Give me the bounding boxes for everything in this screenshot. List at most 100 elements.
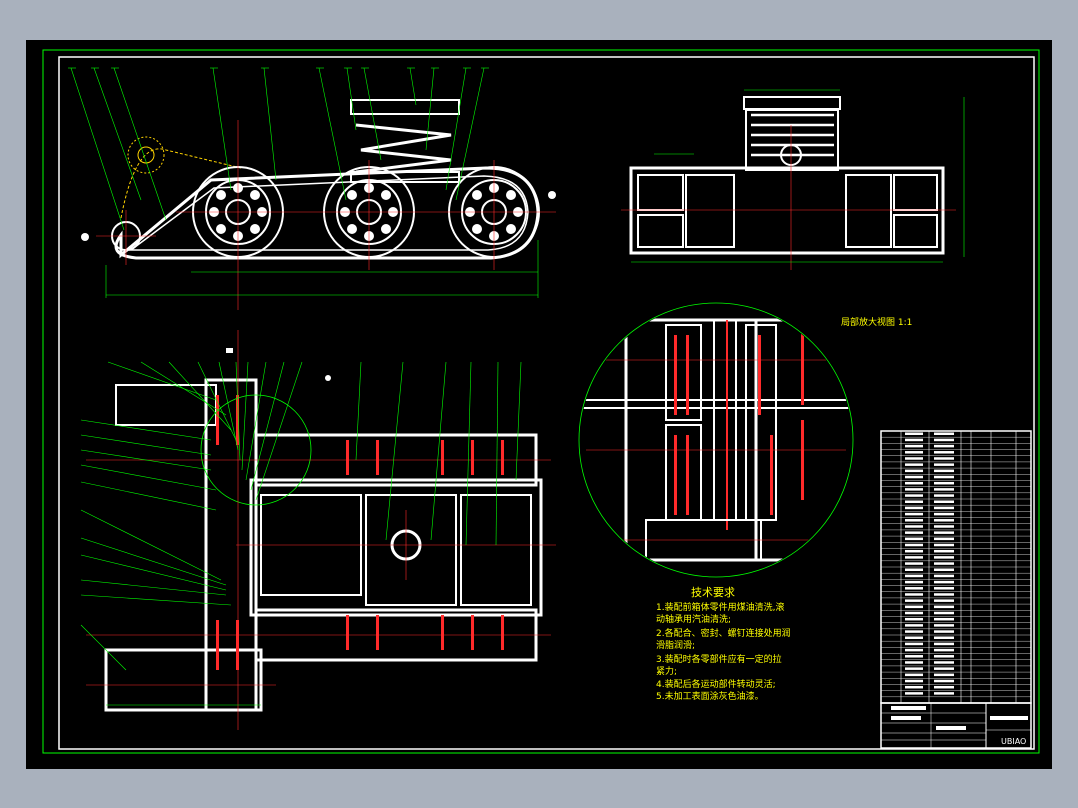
bom-cell-mark <box>934 531 954 534</box>
bom-cell-mark <box>934 506 954 510</box>
bom-cell-mark <box>905 543 923 547</box>
bom-cell-mark <box>905 648 923 652</box>
bom-cell-mark <box>905 432 923 435</box>
bom-cell-mark <box>934 587 954 590</box>
bom-cell-mark <box>905 438 923 442</box>
cad-drawing: 局部放大视图 1:1 技术要求 1.装配前箱体零件用煤油清洗,滚 动轴承用汽油清… <box>42 49 1040 754</box>
bom-cell-mark <box>934 512 954 516</box>
bom-cell-mark <box>934 679 954 683</box>
bom-cell-mark <box>934 469 954 473</box>
bom-cell-mark <box>905 580 923 584</box>
bom-cell-mark <box>934 692 954 695</box>
bom-cell-mark <box>934 630 954 633</box>
bom-cell-mark <box>905 667 923 670</box>
bom-cell-mark <box>934 574 954 578</box>
bom-cell-mark <box>934 648 954 652</box>
tech-req-line-4: 滑脂润滑; <box>656 639 695 651</box>
bom-cell-mark <box>905 587 923 590</box>
bom-cell-mark <box>905 685 923 689</box>
bom-cell-mark <box>934 580 954 584</box>
tech-req-line-6: 紧力; <box>656 665 677 677</box>
bom-cell-mark <box>905 574 923 578</box>
bom-cell-mark <box>934 457 954 460</box>
bom-cell-mark <box>934 624 954 627</box>
bom-cell-mark <box>934 463 954 466</box>
bom-cell-mark <box>905 506 923 510</box>
bom-cell-mark <box>934 444 954 448</box>
bom-cell-mark <box>905 630 923 633</box>
tech-req-line-1: 1.装配前箱体零件用煤油清洗,滚 <box>656 601 784 613</box>
bom-cell-mark <box>905 593 923 596</box>
bom-cell-mark <box>905 692 923 695</box>
bom-cell-mark <box>934 488 954 491</box>
bom-cell-mark <box>905 463 923 466</box>
bom-cell-mark <box>905 556 923 559</box>
bom-cell-mark <box>934 617 954 621</box>
bom-cell-mark <box>934 661 954 664</box>
tech-requirements: 技术要求 1.装配前箱体零件用煤油清洗,滚 动轴承用汽油清洗; 2.各配合、密封… <box>656 586 791 702</box>
bom-cell-mark <box>934 685 954 689</box>
bom-cell-mark <box>905 537 923 541</box>
bom-cell-mark <box>905 599 923 602</box>
bom-cell-mark <box>934 475 954 479</box>
bom-cell-mark <box>934 494 954 497</box>
bom-cell-mark <box>934 537 954 541</box>
bom-cell-mark <box>905 617 923 621</box>
tech-req-line-5: 3.装配时各零部件应有一定的拉 <box>656 653 782 665</box>
bom-cell-mark <box>934 519 954 522</box>
bom-cell-mark <box>934 432 954 435</box>
bom-table <box>880 430 1032 704</box>
bom-cell-mark <box>934 605 954 609</box>
bom-cell-mark <box>905 605 923 609</box>
markers <box>226 348 331 381</box>
bom-cell-mark <box>905 673 923 677</box>
cad-canvas[interactable]: 局部放大视图 1:1 技术要求 1.装配前箱体零件用煤油清洗,滚 动轴承用汽油清… <box>26 40 1052 769</box>
bom-cell-mark <box>905 494 923 497</box>
bom-cell-mark <box>934 599 954 602</box>
bom-cell-mark <box>934 673 954 677</box>
bom-cell-mark <box>934 636 954 639</box>
bom-cell-mark <box>905 611 923 615</box>
bom-cell-mark <box>905 500 923 503</box>
bom-cell-mark <box>934 525 954 528</box>
bom-cell-mark <box>905 451 923 454</box>
bom-cell-mark <box>905 568 923 571</box>
bom-cell-mark <box>934 611 954 615</box>
bom-cell-mark <box>934 500 954 503</box>
bom-cell-mark <box>934 642 954 646</box>
title-block: UBIAO <box>880 702 1032 749</box>
bom-cell-mark <box>934 556 954 559</box>
bom-cell-mark <box>905 642 923 646</box>
inner-border <box>58 56 1035 750</box>
bom-cell-mark <box>905 624 923 627</box>
bom-cell-mark <box>905 469 923 473</box>
bom-cell-mark <box>934 655 954 658</box>
tech-req-line-3: 2.各配合、密封、螺钉连接处用润 <box>656 627 791 639</box>
bom-cell-mark <box>905 549 923 553</box>
bom-cell-mark <box>934 543 954 547</box>
tech-req-line-7: 4.装配后各运动部件转动灵活; <box>656 678 776 690</box>
bom-cell-mark <box>934 549 954 553</box>
tech-req-title: 技术要求 <box>691 586 735 599</box>
bom-cell-mark <box>934 667 954 670</box>
company-name: UBIAO <box>1001 737 1026 746</box>
bom-cell-mark <box>934 481 954 485</box>
tech-req-line-2: 动轴承用汽油清洗; <box>656 613 731 625</box>
bom-cell-mark <box>905 475 923 479</box>
bom-cell-mark <box>905 655 923 658</box>
outer-border <box>42 49 1040 754</box>
bom-cell-mark <box>934 568 954 571</box>
bom-cell-mark <box>905 512 923 516</box>
bom-cell-mark <box>905 531 923 534</box>
bom-cell-mark <box>905 457 923 460</box>
bom-cell-mark <box>905 525 923 528</box>
bom-cell-mark <box>905 488 923 491</box>
bom-cell-mark <box>905 562 923 565</box>
bom-cell-mark <box>934 562 954 565</box>
bom-cell-mark <box>905 636 923 639</box>
bom-cell-mark <box>905 481 923 485</box>
side-view <box>621 89 965 270</box>
tech-req-line-8: 5.未加工表面涂灰色油漆。 <box>656 690 764 702</box>
bom-cell-mark <box>905 679 923 683</box>
bom-cell-mark <box>905 661 923 664</box>
